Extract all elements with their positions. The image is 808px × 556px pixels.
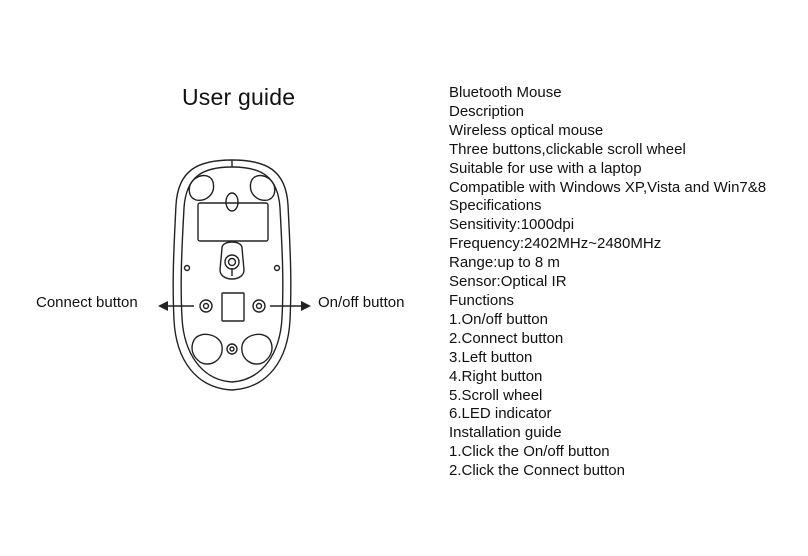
arrow-right-icon xyxy=(301,301,311,311)
list-item: Compatible with Windows XP,Vista and Win… xyxy=(449,178,767,196)
list-item: 1.Click the On/off button xyxy=(449,443,610,461)
lower-left-foot xyxy=(191,333,223,365)
list-item: 2.Click the Connect button xyxy=(449,462,625,480)
list-item: Sensor:Optical IR xyxy=(449,273,567,291)
page-title: User guide xyxy=(182,84,296,110)
sensor-lens xyxy=(227,257,237,267)
product-spec-list: Bluetooth Mouse Description Wireless opt… xyxy=(449,84,766,481)
list-item: Bluetooth Mouse xyxy=(449,84,562,101)
upper-right-foot xyxy=(249,174,276,201)
list-item: 1.On/off button xyxy=(449,310,548,328)
list-item: Range:up to 8 m xyxy=(449,254,560,272)
onoff-button-marker xyxy=(252,299,266,313)
list-item: 6.LED indicator xyxy=(449,405,552,423)
upper-left-foot xyxy=(188,174,215,201)
list-item: Suitable for use with a laptop xyxy=(449,159,642,177)
sensor-ring xyxy=(224,254,240,270)
onoff-button-callout: On/off button xyxy=(318,294,405,311)
mouse-inner-shell xyxy=(180,166,284,383)
list-item: 5.Scroll wheel xyxy=(449,386,543,404)
arrow-left-icon xyxy=(158,301,168,311)
list-item: Frequency:2402MHz~2480MHz xyxy=(449,235,662,253)
lower-right-foot xyxy=(241,333,273,365)
list-item: Sensitivity:1000dpi xyxy=(449,216,575,234)
panel-hook xyxy=(225,192,239,212)
list-item: Wireless optical mouse xyxy=(449,121,604,139)
list-item: Description xyxy=(449,102,525,120)
sensor-housing xyxy=(219,241,245,280)
list-item: Installation guide xyxy=(449,424,562,442)
list-item: 4.Right button xyxy=(449,367,543,385)
led-indicator-marker xyxy=(226,343,238,355)
list-item: Functions xyxy=(449,291,515,309)
list-item: Three buttons,clickable scroll wheel xyxy=(449,140,686,158)
list-item: Specifications xyxy=(449,197,542,215)
list-item: 2.Connect button xyxy=(449,329,564,347)
connect-button-callout: Connect button xyxy=(36,294,138,311)
connect-button-marker xyxy=(199,299,213,313)
label-panel xyxy=(197,202,269,242)
center-switch xyxy=(221,292,245,322)
list-item: 3.Left button xyxy=(449,348,533,366)
mouse-outer-shell xyxy=(172,159,292,391)
